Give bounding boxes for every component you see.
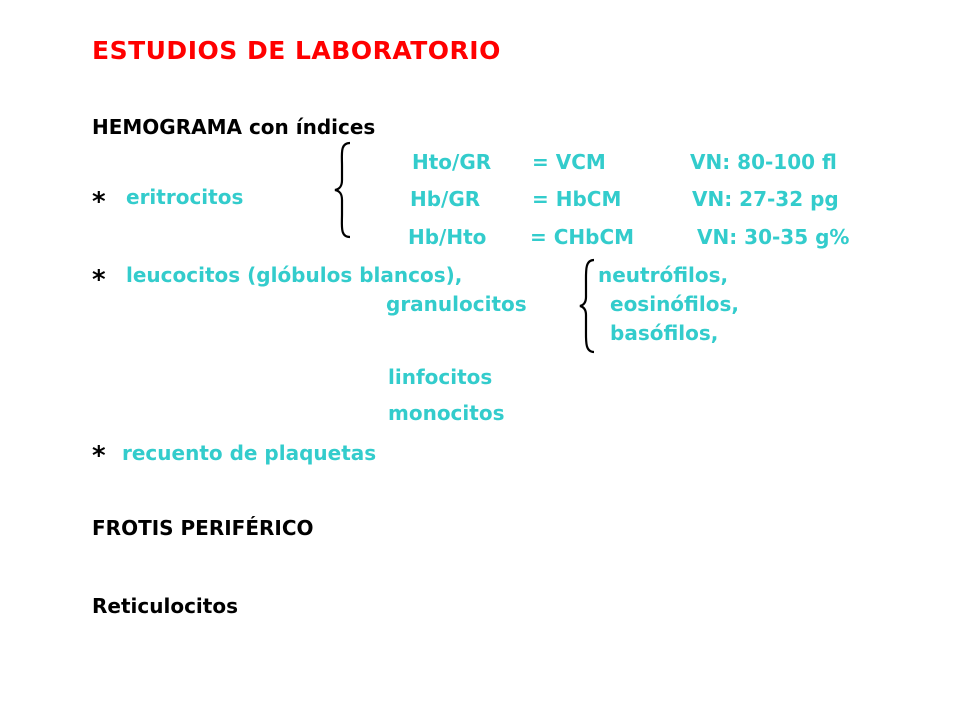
- frotis-heading: FROTIS PERIFÉRICO: [92, 516, 314, 540]
- granulocitos-label: granulocitos: [386, 292, 527, 316]
- index-formula-3: Hb/Hto: [408, 225, 487, 249]
- monocitos-label: monocitos: [388, 401, 505, 425]
- granulocito-type-eosinofilos: eosinófilos,: [610, 292, 739, 316]
- granulocito-type-basofilos: basófilos,: [610, 321, 719, 345]
- index-equals-2: = HbCM: [532, 187, 622, 211]
- leucocitos-label: leucocitos (glóbulos blancos),: [126, 263, 463, 287]
- page-title: ESTUDIOS DE LABORATORIO: [92, 36, 501, 65]
- granulocitos-brace: [579, 258, 595, 354]
- index-formula-2: Hb/GR: [410, 187, 481, 211]
- hemograma-heading: HEMOGRAMA con índices: [92, 115, 376, 139]
- leucocitos-bullet: *: [92, 265, 106, 295]
- plaquetas-bullet: *: [92, 441, 106, 471]
- eritrocitos-brace: [334, 141, 351, 239]
- reticulocitos-heading: Reticulocitos: [92, 594, 238, 618]
- eritrocitos-bullet: *: [92, 187, 106, 217]
- index-vn-2: VN: 27-32 pg: [692, 187, 839, 211]
- index-vn-3: VN: 30-35 g%: [697, 225, 850, 249]
- granulocito-type-neutrofilos: neutrófilos,: [598, 263, 729, 287]
- index-equals-3: = CHbCM: [530, 225, 635, 249]
- plaquetas-label: recuento de plaquetas: [122, 441, 377, 465]
- eritrocitos-label: eritrocitos: [126, 185, 244, 209]
- index-formula-1: Hto/GR: [412, 150, 492, 174]
- index-vn-1: VN: 80-100 fl: [690, 150, 837, 174]
- index-equals-1: = VCM: [532, 150, 606, 174]
- linfocitos-label: linfocitos: [388, 365, 493, 389]
